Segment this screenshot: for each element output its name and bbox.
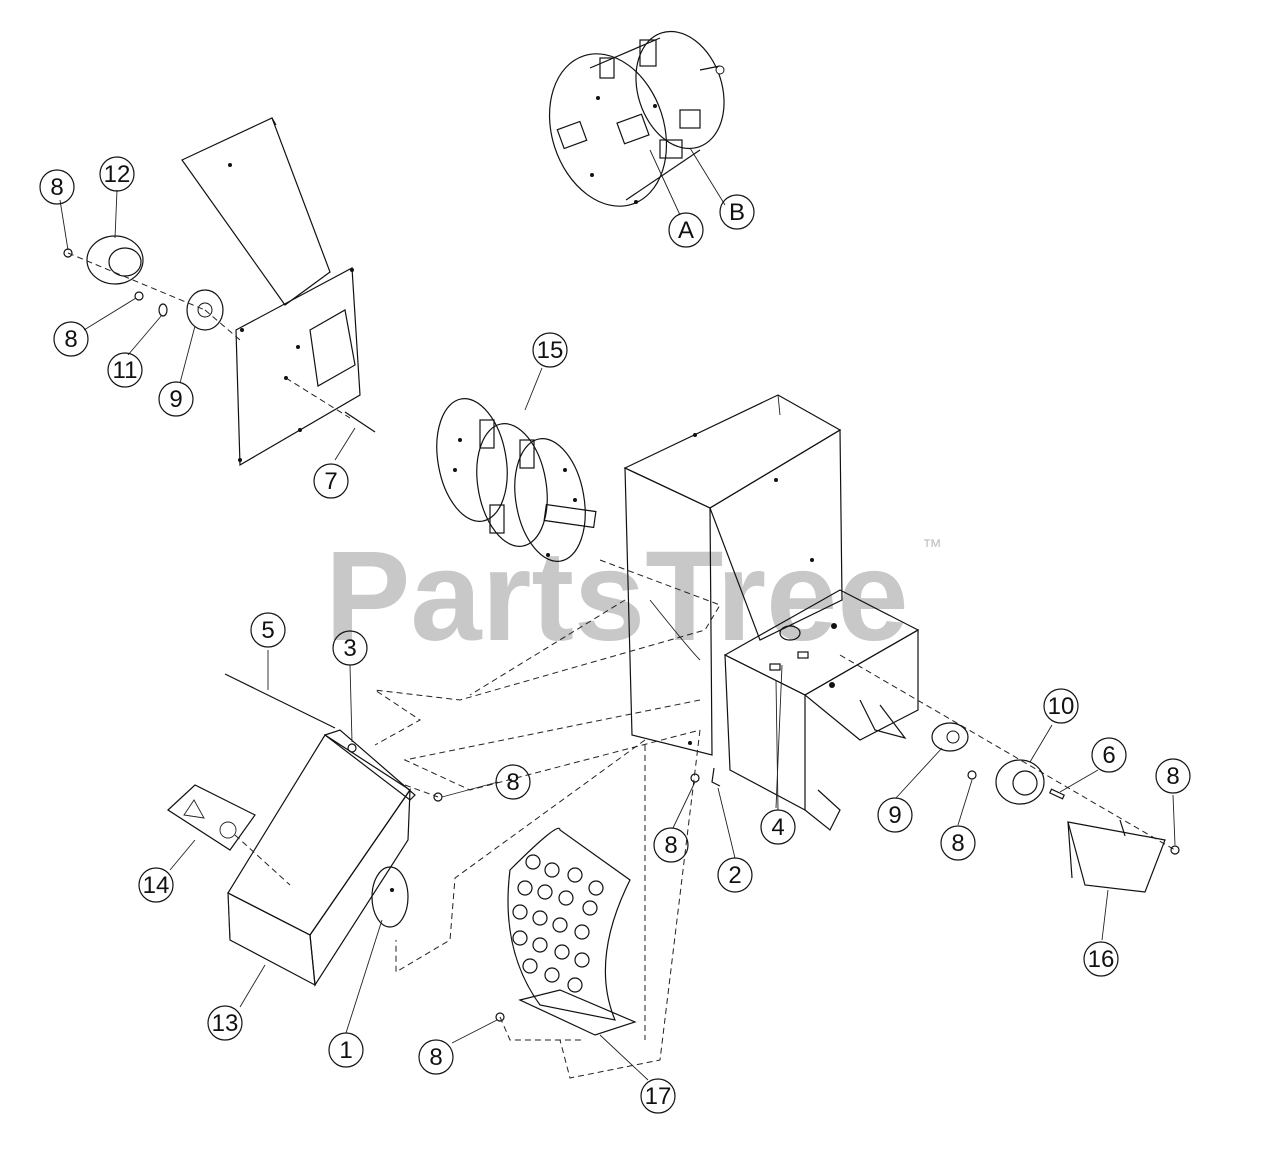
callout-b[interactable]: B [719,194,755,230]
callout-label: 7 [324,468,337,495]
callout-label: 13 [212,1010,239,1037]
main-housing [623,394,843,756]
screen-17 [495,827,637,1036]
callout-17[interactable]: 17 [640,1078,676,1114]
callout-10[interactable]: 10 [1043,688,1079,724]
callout-label: 12 [104,161,131,188]
callout-11[interactable]: 11 [107,352,143,388]
callout-8[interactable]: 8 [39,169,75,205]
hopper-13 [167,673,443,987]
right-side-hardware [839,654,1180,893]
callout-16[interactable]: 16 [1083,941,1119,977]
rotor-assembly-15 [436,398,597,562]
callout-4[interactable]: 4 [760,809,796,845]
callout-label: B [729,199,745,226]
callout-label: 6 [1102,742,1115,769]
callouts: 8 12 8 11 9 7 A B [39,156,1191,1114]
callout-label: 14 [143,872,170,899]
callout-6[interactable]: 6 [1091,737,1127,773]
callout-label: 8 [1166,763,1179,790]
callout-label: 1 [339,1037,352,1064]
callout-14[interactable]: 14 [138,867,174,903]
callout-label: 5 [261,617,274,644]
callout-8[interactable]: 8 [940,825,976,861]
callout-label: 10 [1048,693,1075,720]
callout-8[interactable]: 8 [495,764,531,800]
watermark-text: PartsTree [325,525,909,668]
callout-label: 4 [771,814,784,841]
callout-label: 8 [64,326,77,353]
callout-label: 8 [506,769,519,796]
callout-label: 11 [113,357,138,384]
assembly-dashed-lines [227,559,721,1079]
bracket-4 [723,589,920,831]
leader-lines [59,147,1176,1081]
screen-holes [512,854,604,993]
callout-label: 8 [664,832,677,859]
callout-12[interactable]: 12 [99,156,135,192]
chute-and-plate [63,117,376,467]
callout-8[interactable]: 8 [53,321,89,357]
watermark-trademark: ™ [922,536,942,558]
callout-3[interactable]: 3 [332,630,368,666]
callout-7[interactable]: 7 [313,463,349,499]
callout-label: 8 [951,830,964,857]
callout-8[interactable]: 8 [1155,758,1191,794]
rotor-assembly-top [548,30,725,207]
callout-label: 15 [537,337,564,364]
callout-2[interactable]: 2 [717,857,753,893]
callout-label: A [678,217,694,244]
callout-label: 17 [645,1083,672,1110]
callout-8[interactable]: 8 [653,827,689,863]
callout-label: 9 [888,802,901,829]
callout-5[interactable]: 5 [250,612,286,648]
callout-a[interactable]: A [668,212,704,248]
callout-label: 3 [343,635,356,662]
callout-label: 9 [169,386,182,413]
callout-9[interactable]: 9 [158,381,194,417]
callout-8[interactable]: 8 [418,1039,454,1075]
callout-label: 8 [50,174,63,201]
callout-9[interactable]: 9 [877,797,913,833]
callout-1[interactable]: 1 [328,1032,364,1068]
callout-label: 16 [1088,946,1115,973]
callout-15[interactable]: 15 [532,332,568,368]
callout-13[interactable]: 13 [207,1005,243,1041]
callout-label: 2 [728,862,741,889]
callout-label: 8 [429,1044,442,1071]
